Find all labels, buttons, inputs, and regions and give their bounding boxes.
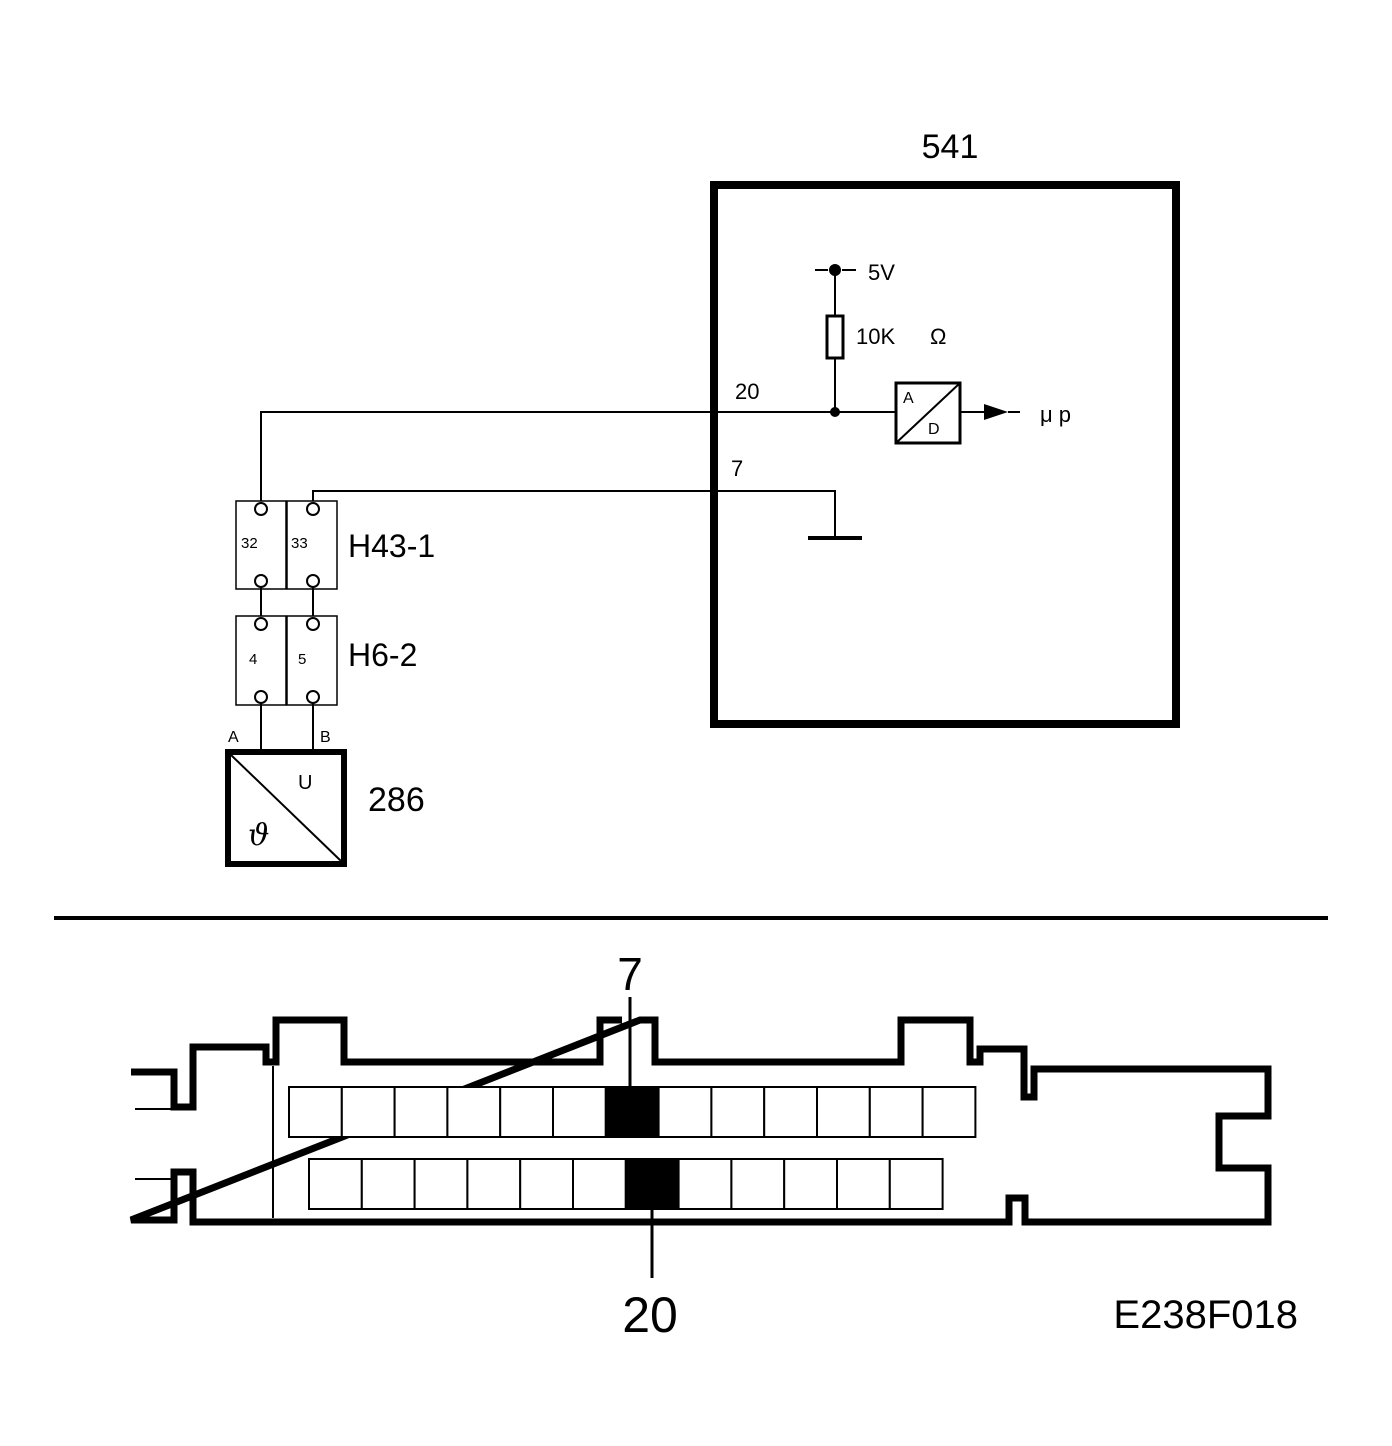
h6-terminal [306,690,320,704]
plug-pin [816,1086,871,1138]
plug-pin-highlighted [604,1086,660,1138]
plug-pin [340,1086,396,1138]
plug-pin [730,1158,786,1210]
h6-terminal [254,617,268,631]
connector-h6: 4 5 [235,615,338,706]
h6-terminal [254,690,268,704]
h43-name: H43-1 [348,528,435,564]
plug-pin [677,1158,733,1210]
h43-terminal [254,502,268,516]
plug-pin [466,1158,522,1210]
plug-housing [129,1016,1272,1226]
plug-pin [657,1086,713,1138]
plug-pin [763,1086,819,1138]
adc-a-label: A [903,390,914,407]
ecu-id: 541 [922,128,979,166]
plug-pin [888,1158,944,1210]
resistor [825,314,845,360]
sensor-id: 286 [368,781,425,819]
h43-pin-left: 32 [241,535,258,552]
plug-pin-row-top [288,1086,977,1138]
plug-pin [413,1158,469,1210]
plug-pin-top-label: 7 [617,948,643,1000]
h43-terminal [306,502,320,516]
h6-pin-left: 4 [249,651,257,668]
ecu-pin-ground: 7 [731,456,743,481]
arrow-icon [984,404,1008,420]
signal-wire [260,411,896,506]
h6-name: H6-2 [348,637,417,673]
connector-h43: 32 33 [235,500,338,590]
h43-pin-right: 33 [291,535,308,552]
plug-pin [572,1158,627,1210]
signal-node [830,407,840,417]
h6-pin-right: 5 [298,651,306,668]
supply-label: 5V [868,260,895,285]
plug-pin [499,1086,555,1138]
plug-pin [446,1086,502,1138]
plug-pin [519,1158,575,1210]
plug-pin-bottom-label: 20 [622,1287,678,1343]
plug-pin [921,1086,977,1138]
plug-pin [288,1086,343,1138]
sensor-wire-a: A [228,729,239,746]
h43-terminal [254,574,268,588]
plug-pin [710,1086,766,1138]
h43-terminal [306,574,320,588]
ecu-pin-signal: 20 [735,379,759,404]
plug-pin-row-bottom [308,1158,944,1210]
plug-pin [552,1086,607,1138]
sensor-divider [230,754,342,862]
plug-pin [308,1158,363,1210]
plug-pin [836,1158,891,1210]
plug-pin [868,1086,924,1138]
resistor-label: 10K [856,324,895,349]
plug-pin [360,1158,416,1210]
theta-icon: ϑ [248,818,269,853]
plug-pin-highlighted [624,1158,680,1210]
ohm-symbol: Ω [930,324,946,349]
adc-d-label: D [928,421,940,438]
sensor-wire-b: B [320,729,331,746]
sensor-output-label: U [298,772,312,794]
h6-terminal [306,617,320,631]
mcu-label: μ p [1040,402,1071,427]
ecu-box [710,181,1180,728]
ground-wire [312,490,836,537]
plug-pin [393,1086,449,1138]
plug-pin [783,1158,839,1210]
figure-code: E238F018 [1113,1293,1298,1337]
adc-divider [895,382,961,444]
